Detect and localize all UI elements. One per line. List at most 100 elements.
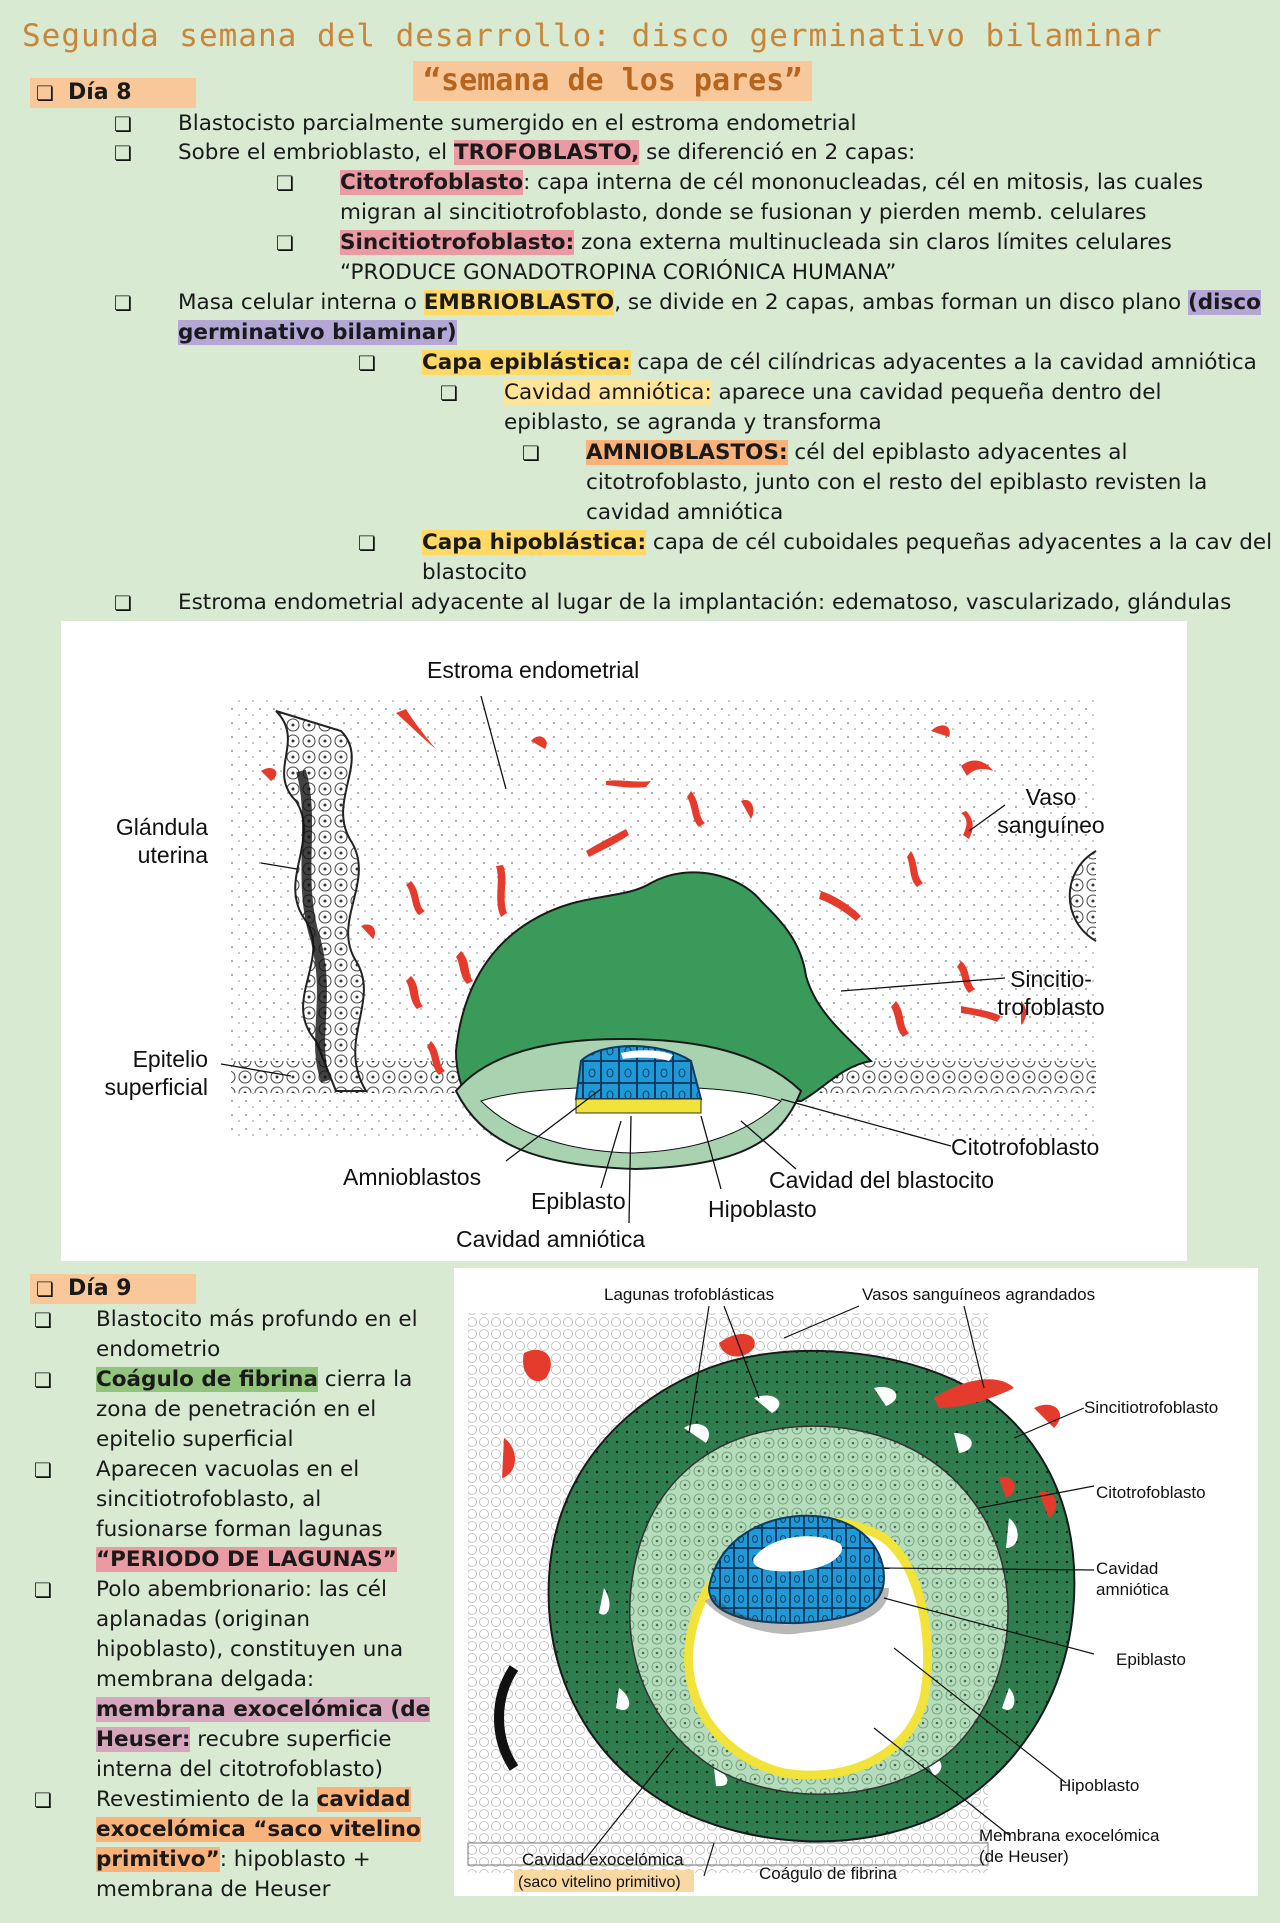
label-vaso1: Vaso — [1026, 784, 1077, 810]
saco-term: exocelómica “saco vitelino — [96, 1817, 421, 1842]
diagram-day9: Lagunas trofoblásticas Vasos sanguíneos … — [467, 1285, 1218, 1892]
checkbox-bullet-icon: ❏ — [114, 591, 132, 615]
day9-b4h: interna del citotrofoblasto) — [96, 1757, 384, 1782]
label-sincitio2: trofoblasto — [997, 994, 1104, 1020]
text: : capa interna de cél mononucleadas, cél… — [523, 170, 1204, 195]
day8-line9-cont: blastocito — [422, 560, 527, 585]
day8-line10: Estroma endometrial adyacente al lugar d… — [178, 590, 1232, 615]
surface-epithelium — [467, 1842, 989, 1866]
membrana-term: membrana exocelómica (de — [96, 1697, 431, 1722]
text: aparece una cavidad pequeña dentro del — [711, 380, 1162, 405]
day8-line7-cont: epiblasto, se agranda y transforma — [504, 410, 882, 435]
label-cavexo: Cavidad exocelómica — [522, 1850, 684, 1869]
day8-line8: AMNIOBLASTOS: cél del epiblasto adyacent… — [586, 438, 1127, 468]
primitivo-term: primitivo” — [96, 1847, 220, 1872]
lagunas-term: “PERIODO DE LAGUNAS” — [96, 1547, 397, 1572]
label-membrana2: (de Heuser) — [979, 1847, 1069, 1866]
amnioblastos-term: AMNIOBLASTOS: — [586, 440, 788, 465]
day8-line8-cont: citotrofoblasto, junto con el resto del … — [586, 470, 1208, 495]
gland-shape — [494, 1665, 519, 1771]
label-coagulo: Coágulo de fibrina — [759, 1864, 898, 1883]
day9-b3d: “PERIODO DE LAGUNAS” — [96, 1545, 397, 1575]
day8-line7: Cavidad amniótica: aparece una cavidad p… — [504, 378, 1161, 408]
day8-heading: ❏ Día 8 — [30, 78, 196, 108]
checkbox-bullet-icon: ❏ — [34, 1368, 52, 1392]
text: Sobre el embrioblasto, el — [178, 140, 454, 165]
hypoblast-shape — [705, 1587, 889, 1635]
coagulo-term: Coágulo de fibrina — [96, 1367, 318, 1392]
label-epitelio2: superficial — [104, 1074, 208, 1100]
checkbox-bullet-icon: ❏ — [34, 1578, 52, 1602]
hipoblastica-term: Capa hipoblástica: — [422, 530, 647, 555]
text: capa de cél cilíndricas adyacentes a la … — [630, 350, 1257, 375]
label-epiblasto: Epiblasto — [1116, 1650, 1186, 1669]
label-vasos: Vasos sanguíneos agrandados — [862, 1285, 1095, 1304]
day9-b5f: membrana de Heuser — [96, 1877, 331, 1902]
day8-line2: Sobre el embrioblasto, el TROFOBLASTO, s… — [178, 138, 915, 168]
day9-b4e: membrana exocelómica (de — [96, 1695, 431, 1725]
label-hipoblasto: Hipoblasto — [1059, 1776, 1139, 1795]
text: se diferenció en 2 capas: — [639, 140, 916, 165]
day9-b5d: primitivo”: hipoblasto + — [96, 1845, 371, 1875]
label-lagunas: Lagunas trofoblásticas — [604, 1285, 774, 1304]
heuser-term: Heuser: — [96, 1727, 191, 1752]
page-subtitle: “semana de los pares” — [413, 61, 813, 101]
label-estroma: Estroma endometrial — [427, 657, 639, 683]
label-cavamnio2: amniótica — [1096, 1580, 1169, 1599]
label-cavblasto: Cavidad del blastocito — [769, 1167, 994, 1193]
day9-b3c: fusionarse forman lagunas — [96, 1517, 383, 1542]
day8-line5: Masa celular interna o EMBRIOBLASTO, se … — [178, 288, 1261, 318]
cavidad-exo-term: cavidad — [316, 1787, 411, 1812]
page-title: Segunda semana del desarrollo: disco ger… — [22, 18, 1163, 54]
epiblastica-term: Capa epiblástica: — [422, 350, 631, 375]
amniotic-cavity — [621, 1050, 673, 1061]
uterine-gland-right — [1068, 850, 1097, 942]
checkbox-bullet-icon: ❏ — [36, 81, 54, 105]
label-glandula1: Glándula — [116, 814, 208, 840]
disco-term-cont: germinativo bilaminar) — [178, 320, 457, 345]
day9-b4a: Polo abembrionario: las cél — [96, 1577, 387, 1602]
text: , se divide en 2 capas, ambas forman un … — [614, 290, 1188, 315]
day8-line9: Capa hipoblástica: capa de cél cuboidale… — [422, 528, 1272, 558]
sincitio-term: Sincitiotrofoblasto: — [340, 230, 575, 255]
diagram-day8: Estroma endometrial Vaso sanguíneo Glánd… — [104, 657, 1104, 1252]
label-membrana1: Membrana exocelómica — [979, 1826, 1160, 1845]
day9-b4b: aplanadas (originan — [96, 1607, 311, 1632]
day8-label: Día 8 — [68, 80, 132, 105]
day9-b3a: Aparecen vacuolas en el — [96, 1457, 360, 1482]
checkbox-bullet-icon: ❏ — [522, 441, 540, 465]
figure-implantation-day8: Estroma endometrial Vaso sanguíneo Glánd… — [61, 621, 1187, 1261]
label-sincitio: Sincitiotrofoblasto — [1084, 1398, 1218, 1417]
text: : hipoblasto + — [219, 1847, 371, 1872]
label-sincitio1: Sincitio- — [1010, 966, 1092, 992]
day8-line5-cont: germinativo bilaminar) — [178, 318, 457, 348]
text: recubre superficie — [190, 1727, 392, 1752]
day9-label: Día 9 — [68, 1276, 132, 1301]
day9-b3b: sincitiotrofoblasto, al — [96, 1487, 322, 1512]
leader-lines — [220, 695, 1006, 1224]
day8-line6: Capa epiblástica: capa de cél cilíndrica… — [422, 348, 1257, 378]
text: Masa celular interna o — [178, 290, 424, 315]
day9-b2: Coágulo de fibrina cierra la — [96, 1365, 412, 1395]
label-epiblasto: Epiblasto — [531, 1188, 626, 1214]
gland-lumen — [296, 769, 331, 1083]
label-citotrofo: Citotrofoblasto — [951, 1134, 1099, 1160]
checkbox-bullet-icon: ❏ — [276, 231, 294, 255]
checkbox-bullet-icon: ❏ — [114, 141, 132, 165]
amniotic-cavity — [753, 1536, 843, 1572]
citotrofoblasto-term: Citotrofoblasto — [340, 170, 524, 195]
label-cavamnio1: Cavidad — [1096, 1559, 1158, 1578]
disco-term: (disco — [1187, 290, 1261, 315]
blood-vessels — [261, 709, 1027, 1075]
day9-heading: ❏ Día 9 — [30, 1274, 196, 1304]
checkbox-bullet-icon: ❏ — [358, 351, 376, 375]
cavidad-term: Cavidad amniótica: — [504, 380, 712, 405]
embrioblasto-term: EMBRIOBLASTO — [423, 290, 615, 315]
blood-vessels — [502, 1333, 1061, 1518]
day8-line4: Sincitiotrofoblasto: zona externa multin… — [340, 228, 1172, 258]
day9-b1b: endometrio — [96, 1337, 221, 1362]
label-cavamnio: Cavidad amniótica — [456, 1226, 645, 1252]
day9-b4d: membrana delgada: — [96, 1667, 315, 1692]
label-saco: (saco vitelino primitivo) — [518, 1874, 681, 1891]
day9-b4c: hipoblasto), constituyen una — [96, 1637, 404, 1662]
